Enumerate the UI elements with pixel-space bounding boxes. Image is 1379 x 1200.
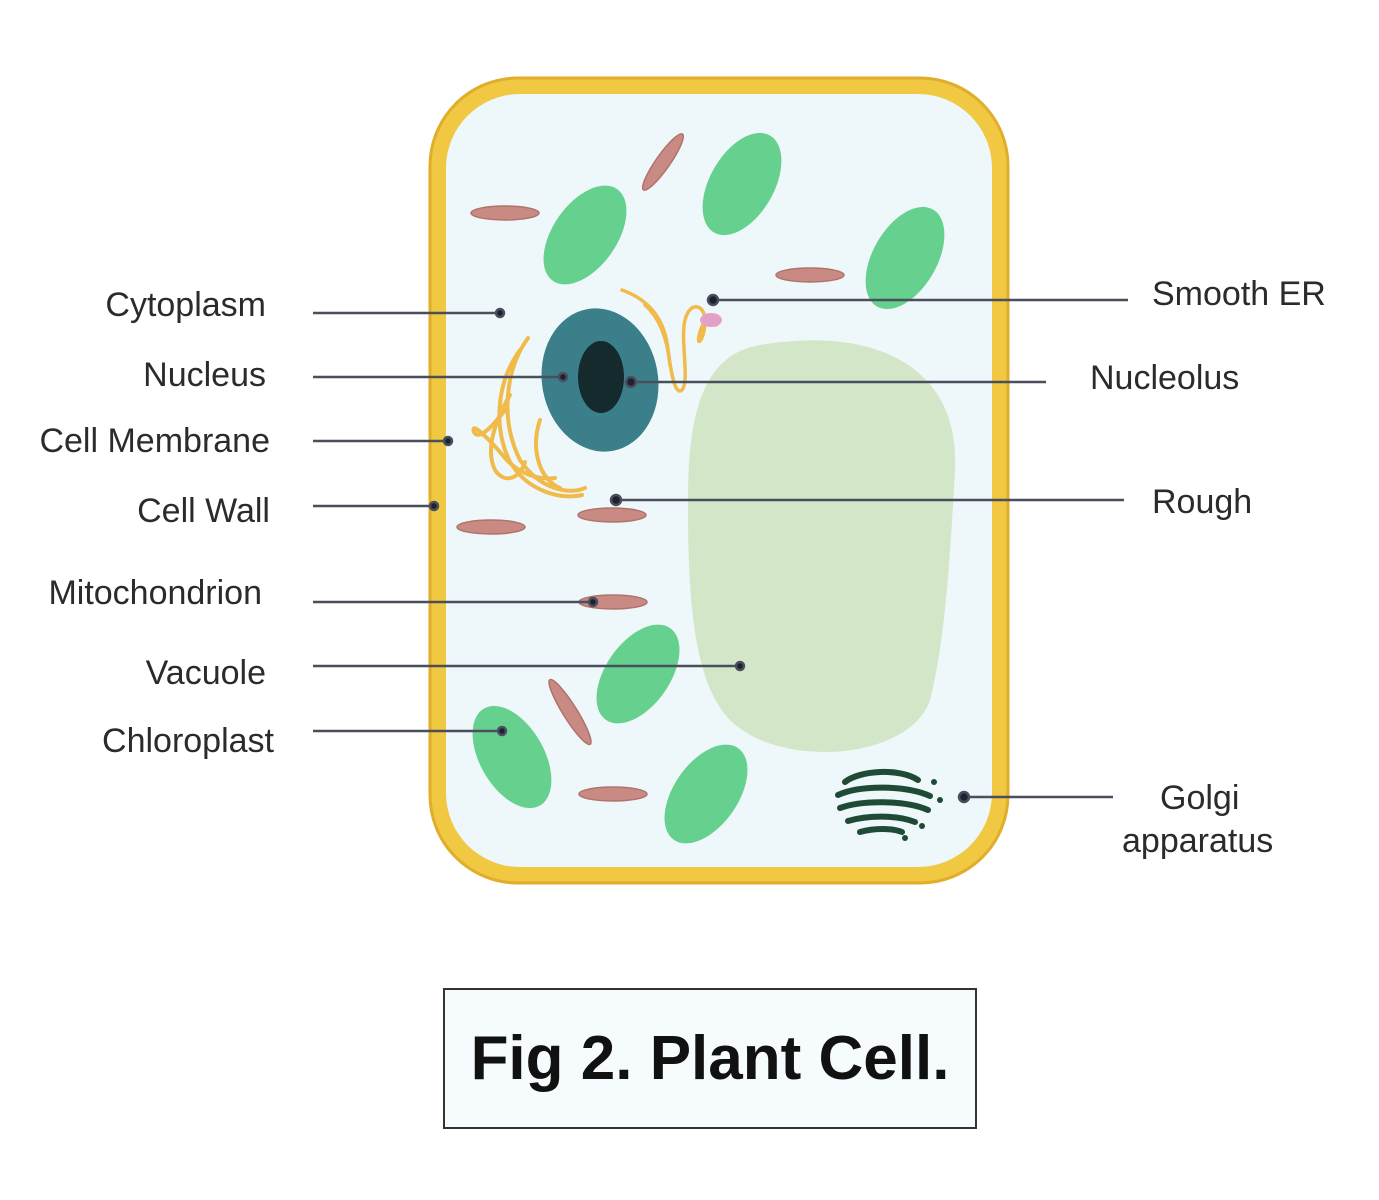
label-cell-wall: Cell Wall — [137, 492, 270, 530]
vesicle — [700, 313, 722, 327]
golgi-vesicles — [902, 779, 943, 841]
figure-caption-box: Fig 2. Plant Cell. — [443, 988, 977, 1129]
label-mitochondrion: Mitochondrion — [48, 574, 262, 612]
chloroplast — [702, 132, 782, 236]
vacuole — [688, 340, 956, 753]
label-nucleolus: Nucleolus — [1090, 359, 1239, 397]
mitochondria — [456, 133, 845, 802]
mitochondrion — [641, 133, 685, 191]
label-golgi-line1: Golgi — [1160, 779, 1239, 817]
mitochondrion — [456, 519, 526, 535]
mitochondrion — [577, 507, 647, 523]
chloroplast — [664, 744, 748, 844]
nucleolus — [578, 341, 624, 413]
mitochondrion — [548, 678, 592, 746]
label-cell-membrane: Cell Membrane — [39, 422, 270, 460]
label-nucleus: Nucleus — [143, 356, 266, 394]
chloroplast — [865, 206, 945, 310]
golgi-apparatus — [835, 768, 933, 835]
smooth-er — [620, 288, 718, 393]
figure-caption: Fig 2. Plant Cell. — [470, 1024, 950, 1093]
chloroplast — [543, 185, 627, 285]
label-rough: Rough — [1152, 483, 1252, 521]
label-chloroplast: Chloroplast — [102, 722, 275, 760]
mitochondrion — [470, 205, 540, 221]
label-vacuole: Vacuole — [146, 654, 266, 692]
mitochondrion — [775, 267, 845, 283]
label-golgi-line2: apparatus — [1122, 822, 1273, 860]
mitochondrion — [578, 786, 648, 802]
chloroplast — [596, 624, 680, 724]
label-cytoplasm: Cytoplasm — [105, 286, 266, 324]
leader-lines — [313, 293, 1128, 804]
label-smooth-er: Smooth ER — [1152, 275, 1326, 313]
